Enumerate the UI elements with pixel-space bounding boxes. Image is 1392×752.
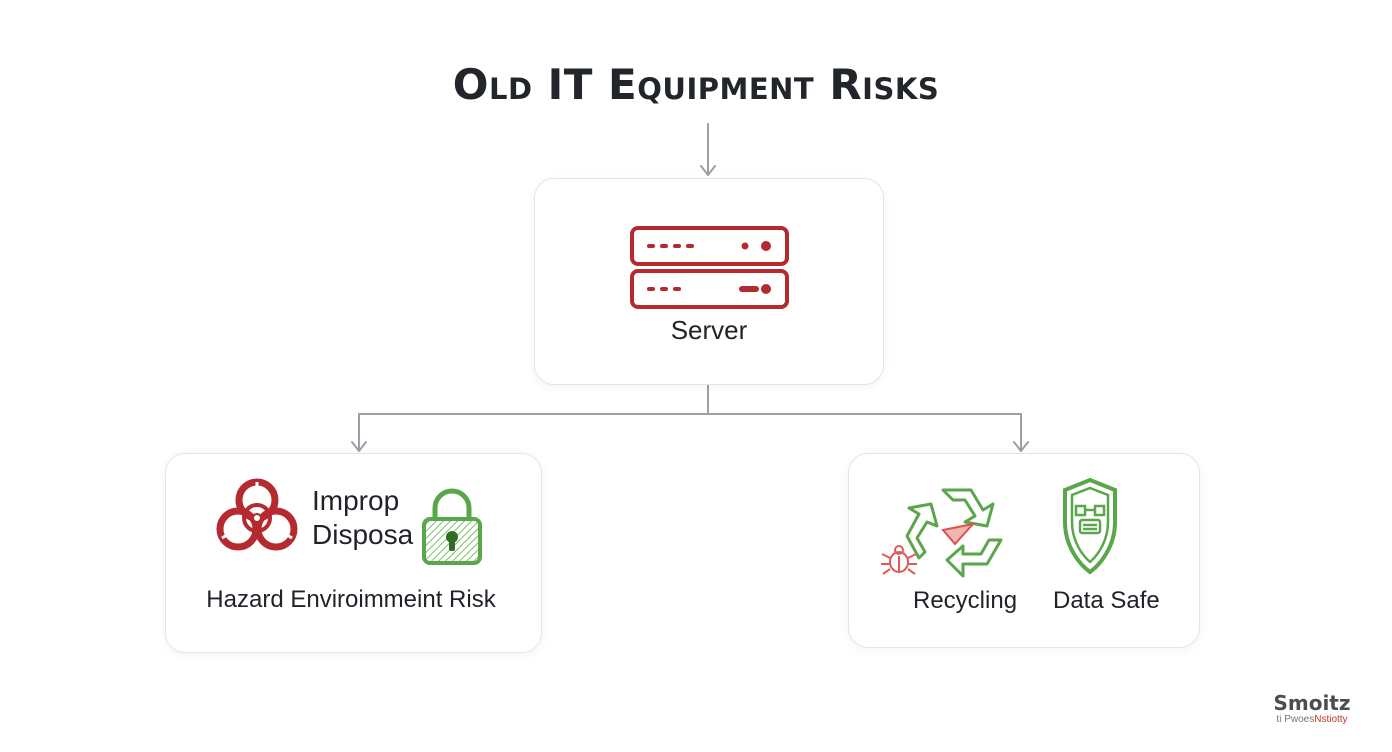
shield-icon: [1063, 477, 1117, 575]
server-label: Server: [670, 315, 748, 345]
watermark-tagline-a: ti Pwoes: [1276, 714, 1315, 725]
improper-disposal-node: Improp Disposa Hazard Enviroimmeint Risk: [165, 453, 542, 653]
recycling-label: Recycling: [913, 587, 1018, 614]
server-rack-icon: [630, 226, 789, 309]
recycle-icon: [905, 488, 1003, 578]
biohazard-icon: [216, 478, 298, 551]
branch-right-arrowhead: [1013, 441, 1029, 452]
safe-outcome-node: Recycling Data Safe: [848, 453, 1200, 648]
diagram-title: Old IT Equipment Risks: [452, 60, 940, 109]
watermark-tagline-b: Nstiotty: [1314, 714, 1348, 725]
title-to-server-arrowhead: [700, 165, 716, 176]
data-safe-label: Data Safe: [1053, 587, 1160, 614]
bug-icon: [881, 545, 917, 575]
watermark-name: Smoitz: [1273, 691, 1351, 715]
watermark-logo: Smoitz ti PwoesNstiotty: [1262, 692, 1362, 726]
branch-left-arrowhead: [351, 441, 367, 452]
disposal-title-line-1: Improp: [312, 485, 400, 516]
padlock-icon: [422, 488, 482, 565]
server-node: Server: [534, 178, 884, 385]
disposal-title-line-2: Disposa: [312, 519, 414, 550]
hazard-risk-caption: Hazard Enviroimmeint Risk: [206, 586, 496, 613]
watermark-tagline: ti PwoesNstiotty: [1262, 714, 1362, 726]
improper-disposal-title: Improp Disposa: [312, 484, 413, 552]
